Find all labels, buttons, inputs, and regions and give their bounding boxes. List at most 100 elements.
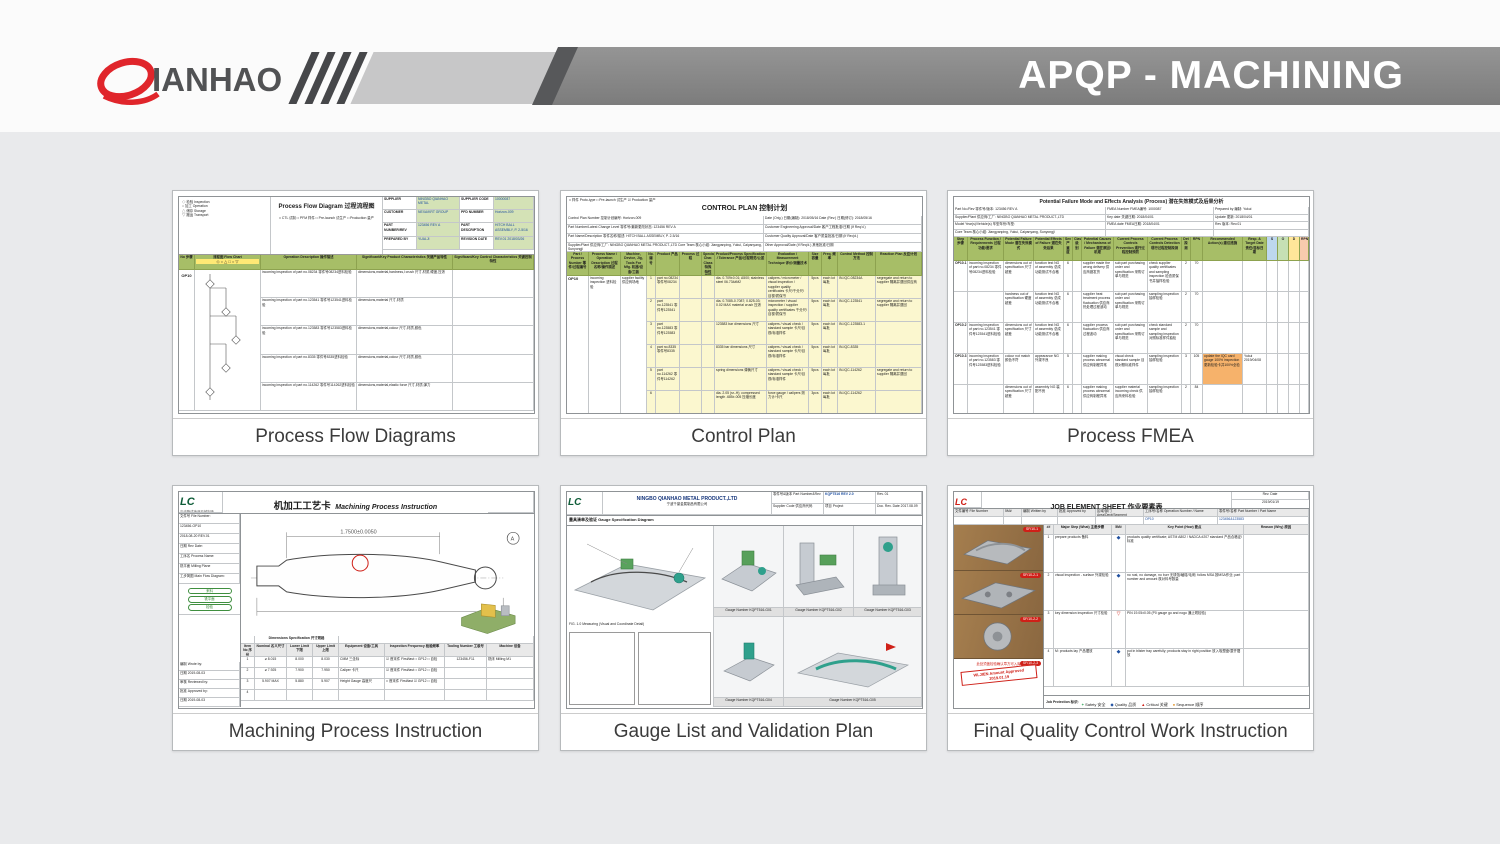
fmea-info-row: Core Team 核心小组: Jiangyanping, Yukui, Cai… — [954, 229, 1309, 237]
cp-cell-evaluation: force gauge / calipers 测力计/卡尺 — [767, 391, 809, 413]
cp-table-row: 5 part no.114262 零件号114262 spring dimens… — [647, 368, 922, 391]
card-process-fmea: Potential Failure Mode and Effects Analy… — [947, 190, 1314, 456]
cp-cell-product: part no.123583 零件号123583 — [656, 322, 680, 345]
legend-symbol-icon: ● — [1172, 702, 1176, 707]
part-drawing-graphic: 1.7500±0.0050 A — [250, 529, 520, 634]
qianhao-logo-graphic: IANHAO — [97, 57, 282, 105]
fmea-cell-recommended-action — [1203, 323, 1243, 354]
pfd-legend-item: △ 储存 Storage — [182, 208, 206, 213]
pfd-header-cell: Operation Description 操作描述 — [261, 255, 357, 270]
pfd-cell-control-characteristics — [453, 326, 534, 355]
gauge-header-table: 零件号&版本 Part Number&Rev KQPT516 REV 2.0 R… — [772, 492, 922, 515]
card-caption: Final Quality Control Work Instruction — [973, 721, 1288, 742]
jes-cell-key-point: put in blister tray carefully; products … — [1126, 649, 1244, 687]
cp-table-row: 2 part no.123541 零件号123541 dia. 0.7085-0… — [647, 299, 922, 322]
cp-info-left: Supplier/Plant 供应商/工厂: NINGBO QIANHAO ME… — [567, 243, 764, 252]
mpi-part-drawing: 1.7500±0.0050 A — [241, 514, 534, 636]
mpi-sidebar-row: 工步简图 Main Flow Diagram: — [179, 574, 240, 584]
cp-cell-product — [656, 391, 680, 413]
gauge-image — [784, 617, 921, 697]
cp-cell-specification: 123583 bar dimensions 尺寸 — [715, 322, 767, 345]
jes-legend-label: Job Protection 标识: — [1046, 699, 1079, 704]
fmea-info-left: Part No./Rev 零件号/版本: 123456 REV A — [954, 207, 1106, 215]
cp-cell-class — [702, 299, 715, 322]
fmea-info-right: Update 更新: 2018/04/01 — [1214, 214, 1309, 222]
cp-cell-control-method: IN-IQC-123541 — [838, 299, 876, 322]
fmea-cell-det: 2 — [1182, 261, 1191, 292]
mpi-sign-row: 日期 2019-08-03 — [179, 671, 240, 680]
card-process-flow-diagrams: ◇ 检验 Inspection○ 加工 Operation△ 储存 Storag… — [172, 190, 539, 456]
fmea-cell-prevention: sub part purchasing order and specificat… — [1114, 323, 1148, 354]
fmea-cell-rpn2 — [1300, 354, 1309, 385]
pfd-header-cell: 流程图 Flow Chart ◇ ○ △ □ ○ ▽ — [195, 255, 261, 270]
cp-info-right: Customer Quality Approval/Date 客户质量批准/日期… — [763, 234, 922, 243]
jes-legend-item: ● Sequence 顺序 — [1172, 702, 1204, 707]
fmea-cell-causes: supplier process fluctuation 供应商过程波动 — [1082, 323, 1114, 354]
cp-info-right: Other Approval/Date (If Req'd.) 其他批准/日期 — [763, 243, 922, 252]
fmea-cell-recommended-action — [1203, 261, 1243, 292]
cp-cell-reaction-plan — [876, 345, 922, 368]
pfd-table-row: incoming inspection of part no.123541 零件… — [261, 298, 534, 327]
mpi-dim-row: 4 — [241, 690, 534, 701]
jes-cell-key-point: no rust, no damage, no burr 无锈蚀/磕碰/毛刺; f… — [1126, 573, 1244, 611]
fmea-info-middle: FMEA Number FMEA编号: 1000087 — [1106, 207, 1214, 215]
fmea-cell-effects: function test NG of assembly 总成功能测试不合格 — [1034, 323, 1064, 354]
fmea-info-right: Rev 版本: Rev.01 — [1214, 222, 1309, 230]
pfd-table-row: incoming inspection of part no.123583 零件… — [261, 326, 534, 355]
mpi-document: LC 宁波隆成铸造机械制造 机加工工艺卡 Machining Process I… — [178, 491, 535, 709]
fmea-info-middle — [1106, 229, 1214, 237]
cp-cell-class — [702, 391, 715, 413]
jes-part-photo: SF/10-2-1 — [954, 571, 1043, 615]
pfd-info-label: PART DESCRIPTION — [460, 223, 494, 237]
legend-symbol-icon: ◆ — [1110, 702, 1114, 707]
fixture-isometric-graphic — [461, 603, 516, 634]
pfd-title-block: Process Flow Diagram 过程流程图 □ CTL 试制 □ PF… — [271, 197, 383, 254]
fmea-cell-rpn: 70 — [1191, 323, 1203, 354]
pfd-cell-product-characteristics: dimensions,material,colour 尺寸,材质,颜色 — [357, 354, 453, 383]
fmea-cell-severity: 6 — [1064, 385, 1073, 413]
cp-cell-evaluation: calipers / visual check / standard sampl… — [767, 322, 809, 345]
gauge-image — [714, 617, 783, 697]
cp-cell-no: 6 — [647, 391, 656, 413]
jes-cell-no: 2 — [1044, 573, 1054, 611]
pfd-cell-description: incoming inspection of part no.08234 零件号… — [261, 270, 357, 299]
fmea-info-block: Part No./Rev 零件号/版本: 123456 REV A FMEA N… — [954, 207, 1309, 237]
card-final-quality-control: LC JOB ELEMENT SHEET 作业要素表 Rev. Date 201… — [947, 485, 1314, 751]
fmea-cell-step — [954, 292, 968, 323]
pfd-thumbnail: ◇ 检验 Inspection○ 加工 Operation△ 储存 Storag… — [173, 191, 538, 419]
pfd-info-row: SUPPLIER NINGBO QIANHAO METAL SUPPLIER C… — [383, 197, 534, 211]
pfd-flow-chart — [195, 270, 261, 411]
fmea-title: Potential Failure Mode and Effects Analy… — [1039, 199, 1224, 205]
cp-cell-sample-freq: each lot 每批 — [822, 391, 838, 413]
legend-symbol-icon: + — [1081, 702, 1084, 707]
pfd-info-label: SUPPLIER CODE — [460, 197, 494, 211]
pfd-info-label: PFD NUMBER — [460, 210, 494, 224]
cp-cell-process — [680, 299, 702, 322]
fmea-cell-failure-mode: colour not match 颜色不符 — [1004, 354, 1034, 385]
photo-tag: SF/10-1 — [1022, 527, 1041, 533]
pfd-table-row: incoming inspection of part no.08234 零件号… — [261, 270, 534, 299]
pfd-info-label: CUSTOMER — [383, 210, 417, 224]
pfd-info-value: HITCH BALL ASSEMBLY, P. 2-5/16 — [494, 223, 534, 237]
cp-table-row: 4 part no.8335 零件号8335 8335 bar dimensio… — [647, 345, 922, 368]
pfd-info-row: PART NUMBER/REV 123456 REV A PART DESCRI… — [383, 223, 534, 237]
jes-cell-symbol: ◆ — [1112, 573, 1126, 611]
fmea-cell-responsibility: Yukui 2019/04/08 — [1243, 354, 1267, 385]
pfd-legend-item: ◇ 检验 Inspection — [182, 200, 210, 204]
mpi-title-cn: 机加工工艺卡 — [273, 501, 331, 512]
fmea-cell-responsibility — [1243, 385, 1267, 413]
approval-stamp: WLJIEN Amount Approved 2019.01.19 — [959, 664, 1038, 687]
cp-cell-reaction-plan: segregate and return to supplier 隔离并退回 — [876, 299, 922, 322]
fmea-cell-rpn2 — [1300, 292, 1309, 323]
pfd-legend: ◇ 检验 Inspection○ 加工 Operation△ 储存 Storag… — [179, 197, 271, 254]
cp-table-header: Part / Process Number 零件/过程编号 Process Na… — [567, 252, 922, 276]
pfd-info-value: 10000087 — [494, 197, 534, 211]
mpi-sign-row: 审核 Reviewed by: — [179, 680, 240, 689]
fmea-cell-responsibility — [1243, 323, 1267, 354]
flow-lines-graphic — [205, 274, 241, 400]
fmea-cell-responsibility — [1243, 261, 1267, 292]
detail-callout-circle — [351, 554, 369, 572]
fmea-cell-o — [1278, 354, 1289, 385]
mpi-dim-row: 1 ⌀ 8.015 8.000 8.030 CMM 三坐标 ☑ 首末件 Firs… — [241, 657, 534, 668]
